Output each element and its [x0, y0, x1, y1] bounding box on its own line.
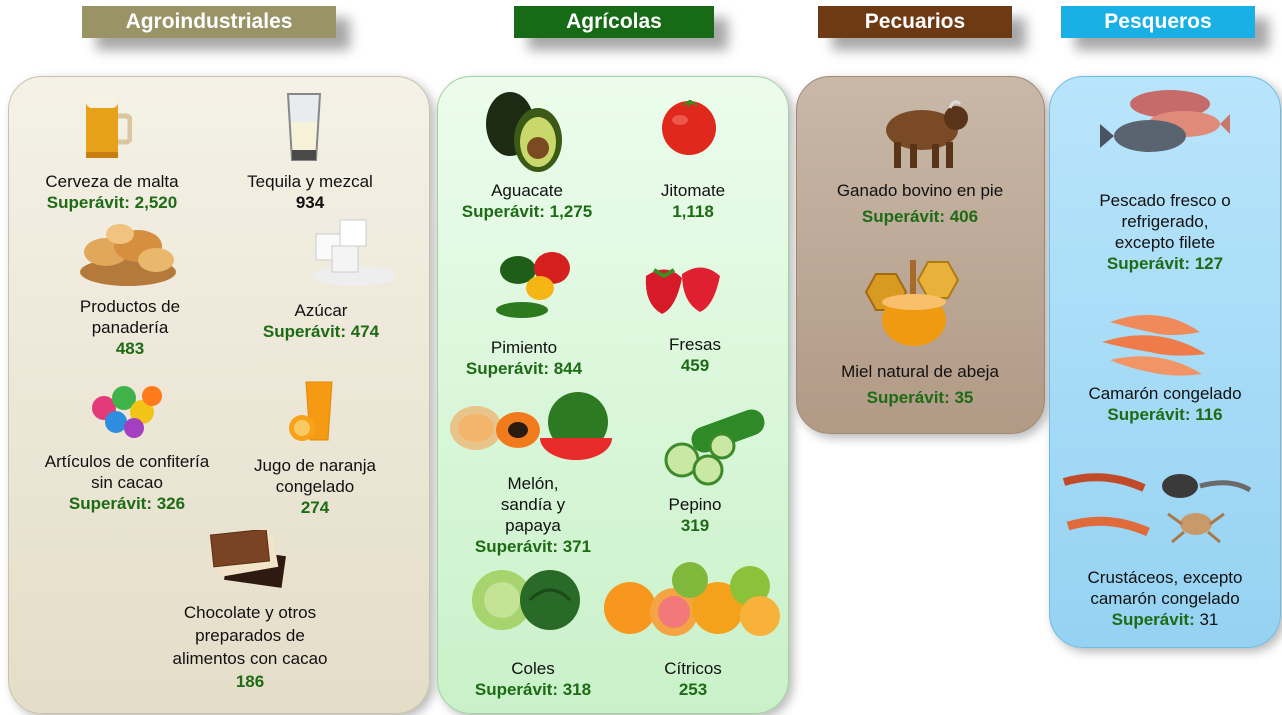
fish-icon	[1100, 90, 1230, 152]
strawberry-icon	[645, 267, 720, 314]
header-agricolas: Agrícolas	[514, 6, 714, 38]
item-name: Cerveza de malta	[45, 172, 179, 191]
agro-item-jugo: Jugo de naranja congelado 274	[232, 455, 398, 518]
tequila-glass-icon	[286, 93, 322, 161]
agri-item-coles: Coles Superávit: 318	[448, 658, 618, 700]
agri-item-melon: Melón, sandía y papaya Superávit: 371	[448, 473, 618, 557]
pec-item-ganado: Ganado bovino en pie Superávit: 406	[800, 180, 1040, 227]
item-value: Superávit: 326	[68, 494, 186, 513]
item-name: Jugo de naranja congelado	[254, 456, 376, 496]
item-value: Superávit: 116	[1107, 405, 1223, 424]
item-value: Superávit: 35	[866, 388, 974, 407]
item-value-number: 31	[1194, 610, 1219, 629]
agro-item-azucar: Azúcar Superávit: 474	[236, 300, 406, 342]
item-name: Aguacate	[491, 181, 563, 200]
agri-item-citricos: Cítricos 253	[638, 658, 748, 700]
item-value: 319	[680, 516, 710, 535]
agro-item-chocolate: Chocolate y otros preparados de alimento…	[160, 601, 340, 693]
item-name: Fresas	[669, 335, 721, 354]
item-value: 274	[300, 498, 330, 517]
item-name: Ganado bovino en pie	[836, 181, 1004, 200]
melon-icon	[450, 392, 612, 460]
item-name: Azúcar	[294, 301, 348, 320]
cabbage-icon	[472, 570, 580, 630]
agro-item-cerveza: Cerveza de malta Superávit: 2,520	[22, 171, 202, 213]
orange-juice-icon	[289, 381, 333, 441]
header-label: Pesqueros	[1104, 10, 1212, 33]
item-name: Coles	[511, 659, 555, 678]
agri-item-fresas: Fresas 459	[640, 334, 750, 376]
bread-icon	[80, 224, 176, 286]
honey-icon	[864, 260, 960, 346]
beer-icon	[86, 94, 132, 158]
crustacean-icon	[1062, 473, 1252, 544]
item-value: 1,118	[672, 202, 714, 221]
item-value: 253	[678, 680, 708, 699]
item-value: Superávit: 2,520	[46, 193, 178, 212]
item-value: Superávit: 844	[465, 359, 583, 378]
item-value: Superávit: 406	[861, 207, 979, 226]
item-name: Tequila y mezcal	[247, 172, 373, 191]
item-name: Camarón congelado	[1088, 384, 1242, 403]
pes-item-crustaceos: Crustáceos, excepto camarón congelado Su…	[1056, 567, 1274, 630]
chocolate-icon	[209, 530, 286, 588]
bull-icon	[886, 100, 968, 168]
item-name: Chocolate y otros preparados de alimento…	[172, 603, 328, 668]
tomato-icon	[662, 100, 716, 155]
item-value-label: Superávit:	[1111, 610, 1195, 629]
shrimp-icon	[1102, 314, 1206, 376]
agro-item-tequila: Tequila y mezcal 934	[222, 171, 398, 213]
agro-item-confiteria: Artículos de confitería sin cacao Superá…	[32, 451, 222, 514]
agri-item-pepino: Pepino 319	[640, 494, 750, 536]
pes-item-pescado: Pescado fresco o refrigerado, excepto fi…	[1056, 190, 1274, 274]
agri-item-jitomate: Jitomate 1,118	[638, 180, 748, 222]
agro-item-panaderia: Productos de panadería 483	[50, 296, 210, 359]
avocado-icon	[486, 92, 562, 172]
header-pesqueros: Pesqueros	[1061, 6, 1255, 38]
item-value: Superávit: 318	[474, 680, 592, 699]
header-label: Agroindustriales	[125, 10, 293, 33]
agri-item-aguacate: Aguacate Superávit: 1,275	[442, 180, 612, 222]
pes-item-camaron: Camarón congelado Superávit: 116	[1056, 383, 1274, 425]
item-value: 934	[295, 193, 325, 212]
item-name: Jitomate	[660, 181, 726, 200]
item-value: 186	[235, 672, 265, 691]
item-name: Pescado fresco o refrigerado, excepto fi…	[1099, 191, 1231, 252]
item-value: Superávit: 127	[1106, 254, 1224, 273]
header-label: Agrícolas	[566, 10, 662, 33]
item-name: Cítricos	[664, 659, 722, 678]
sugar-icon	[312, 219, 396, 286]
item-name: Miel natural de abeja	[841, 362, 999, 381]
pec-item-miel: Miel natural de abeja Superávit: 35	[800, 361, 1040, 408]
citrus-icon	[604, 562, 780, 636]
agri-item-pimiento: Pimiento Superávit: 844	[442, 337, 606, 379]
header-label: Pecuarios	[864, 10, 966, 33]
panel-agroindustriales	[8, 76, 430, 714]
item-name: Productos de panadería	[79, 297, 181, 337]
item-name: Pepino	[668, 495, 722, 514]
cucumber-icon	[664, 409, 765, 486]
item-value: 483	[115, 339, 145, 358]
item-value: Superávit: 474	[262, 322, 380, 341]
pepper-icon	[496, 252, 570, 318]
item-name: Pimiento	[490, 338, 558, 357]
header-pecuarios: Pecuarios	[818, 6, 1012, 38]
header-agroindustriales: Agroindustriales	[82, 6, 336, 38]
item-value: Superávit: 371	[474, 537, 592, 556]
item-name: Crustáceos, excepto camarón congelado	[1087, 568, 1243, 608]
item-name: Artículos de confitería sin cacao	[44, 452, 210, 492]
item-value: Superávit: 1,275	[461, 202, 593, 221]
candy-icon	[92, 386, 162, 438]
item-value: 459	[680, 356, 710, 375]
item-name: Melón, sandía y papaya	[500, 474, 566, 535]
